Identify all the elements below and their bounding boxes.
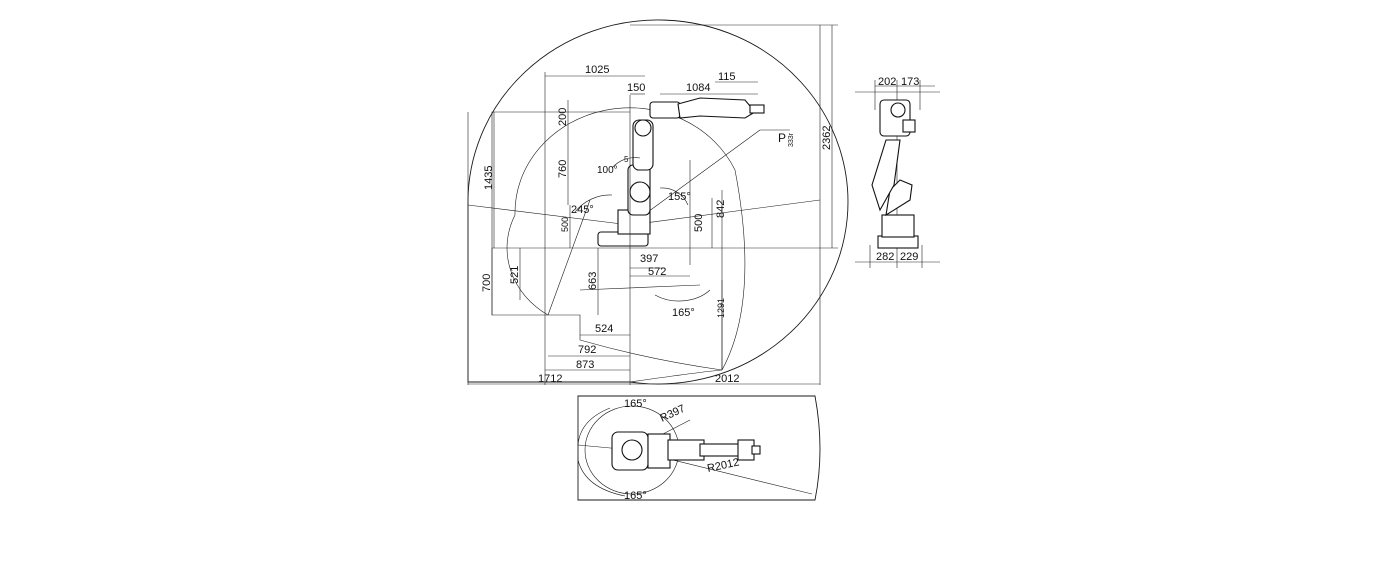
angle-165-bottom: 165° [624,490,647,502]
dim-1712: 1712 [538,373,562,385]
work-envelope-outer [467,19,849,385]
top-view: 165° 165° R397 R2012 [577,395,821,502]
dim-115: 115 [718,71,736,83]
dim-842: 842 [715,200,727,218]
angle-100: 100° [597,165,618,176]
point-p-label: P [778,131,786,145]
dim-521: 521 [509,266,521,284]
dim-1025: 1025 [585,64,609,76]
dim-1291: 1291 [716,298,726,318]
dim-2012: 2012 [715,373,739,385]
dim-200: 200 [557,108,569,126]
side-view: 1025 150 1084 115 200 760 1435 500 500 2… [467,19,849,385]
angle-165-side: 165° [672,307,695,319]
dim-524: 524 [595,323,613,335]
angle-155: 155° [668,191,691,203]
dim-1435: 1435 [483,166,495,190]
dim-873: 873 [576,359,594,371]
angle-5: 5 [624,155,629,164]
radius-397: R397 [658,403,687,425]
top-view-frame [577,395,821,501]
robot-arm-side [597,97,765,247]
work-envelope-inner [514,107,736,216]
dim-500-left: 500 [560,217,570,232]
point-p-subscript: 333r [788,132,795,147]
angle-165-top: 165° [624,398,647,410]
dim-229: 229 [900,251,918,263]
dim-397: 397 [640,253,658,265]
angle-245: 245° [571,204,594,216]
dim-1084: 1084 [686,82,710,94]
dim-572: 572 [648,266,666,278]
dim-282: 282 [876,251,894,263]
dim-500-base: 500 [693,214,705,232]
dim-663: 663 [587,272,599,290]
robot-arm-front [871,99,919,249]
dim-173: 173 [901,76,919,88]
robot-arm-top [611,431,761,471]
front-view: 202 173 282 229 [855,76,940,268]
dim-760: 760 [557,160,569,178]
dim-792: 792 [578,344,596,356]
dim-202: 202 [878,76,896,88]
dim-700: 700 [481,274,493,292]
dim-2362: 2362 [821,126,833,150]
dim-150: 150 [627,82,645,94]
